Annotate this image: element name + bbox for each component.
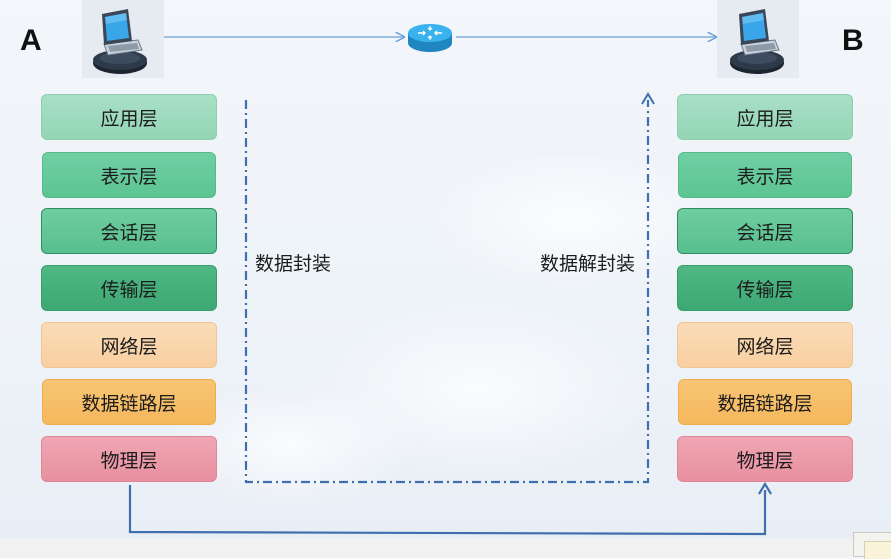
encapsulation-path	[244, 100, 650, 484]
left-network-layer: 网络层	[41, 322, 217, 368]
encapsulation-caption: 数据封装	[255, 253, 332, 275]
host-b-label: B	[842, 24, 864, 57]
router-icon	[408, 24, 452, 52]
background-cloud	[420, 150, 720, 290]
left-session-layer: 会话层	[41, 208, 217, 254]
physical-link-arrowhead	[758, 481, 772, 495]
decapsulation-caption: 数据解封装	[540, 253, 636, 275]
right-session-layer: 会话层	[677, 208, 853, 254]
right-application-layer: 应用层	[677, 94, 853, 140]
corner-thumbnail-page	[864, 541, 891, 559]
laptop-icon	[93, 9, 147, 74]
left-presentation-layer: 表示层	[42, 152, 216, 198]
host-b-computer	[717, 0, 799, 78]
bottom-strip	[0, 538, 891, 557]
host-a-label: A	[20, 24, 42, 57]
left-physical-layer: 物理层	[41, 436, 217, 482]
left-transport-layer: 传输层	[41, 265, 217, 311]
corner-thumbnail[interactable]	[853, 532, 891, 559]
right-network-layer: 网络层	[677, 322, 853, 368]
right-presentation-layer: 表示层	[678, 152, 852, 198]
left-data-link-layer: 数据链路层	[42, 379, 216, 425]
right-physical-layer: 物理层	[677, 436, 853, 482]
laptop-icon	[730, 9, 784, 74]
physical-link-line	[128, 485, 767, 536]
decapsulation-arrowhead	[641, 92, 655, 105]
right-transport-layer: 传输层	[677, 265, 853, 311]
host-a-computer	[82, 0, 164, 78]
left-application-layer: 应用层	[41, 94, 217, 140]
right-data-link-layer: 数据链路层	[678, 379, 852, 425]
